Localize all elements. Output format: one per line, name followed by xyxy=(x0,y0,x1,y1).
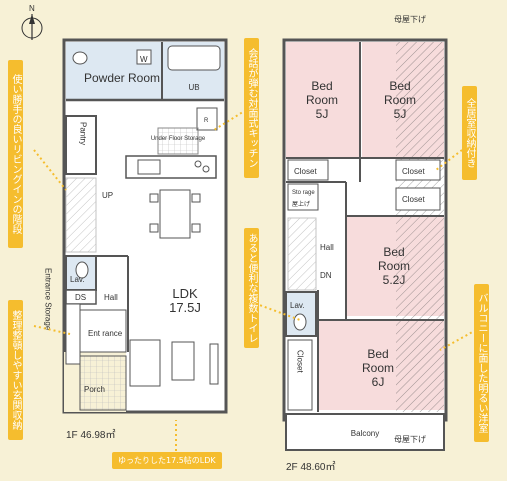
bed-a-line3: 5J xyxy=(316,107,329,121)
callout-balcony: バルコニーに面した明るい洋室 xyxy=(474,284,489,442)
floor-1-plan xyxy=(62,38,228,414)
roof-label-top: 母屋下げ xyxy=(394,15,426,24)
bed-a-line2: Room xyxy=(306,93,338,107)
ldk-size-label: 17.5J xyxy=(169,300,201,315)
pantry-label: Pantry xyxy=(79,122,88,145)
bed-a-line1: Bed xyxy=(311,79,332,93)
closet-1-label: Closet xyxy=(294,167,317,176)
storage-label: Sto rage xyxy=(292,190,315,196)
floor-2-area: 2F 48.60㎡ xyxy=(286,462,336,473)
hall-2f-label: Hall xyxy=(320,243,334,252)
ub-label: UB xyxy=(188,83,199,92)
bed-b-line3: 5J xyxy=(394,107,407,121)
ds-label: DS xyxy=(75,293,86,302)
callout-kitchen: 会話が弾む対面式キッチン xyxy=(244,38,259,178)
compass-north-label: N xyxy=(29,4,35,13)
bed-c-line3: 5.2J xyxy=(383,273,406,287)
stairs-up-label: UP xyxy=(102,191,113,200)
bed-d-line2: Room xyxy=(362,361,394,375)
underfloor-storage-label: Under Floor Storage xyxy=(151,136,206,142)
closet-4-label: Closet xyxy=(296,350,305,373)
closet-3-label: Closet xyxy=(402,195,425,204)
callout-connectors xyxy=(33,109,477,456)
washer-label: W xyxy=(140,55,148,64)
callout-toilet: あると便利な複数トイレ xyxy=(244,228,259,348)
floor-2-plan xyxy=(282,38,448,451)
entrance-storage-label: Entrance Storage xyxy=(44,268,53,331)
compass: N xyxy=(21,4,43,40)
bed-c-line2: Room xyxy=(378,259,410,273)
bed-d-line1: Bed xyxy=(367,347,388,361)
lav-2f-label: Lav. xyxy=(290,301,305,310)
roof-label-bottom: 母屋下げ xyxy=(394,435,426,444)
powder-room-label: Powder Room xyxy=(84,71,160,85)
entrance-label: Ent rance xyxy=(88,329,123,338)
balcony-label: Balcony xyxy=(351,429,379,438)
closet-2-label: Closet xyxy=(402,167,425,176)
bed-c-line1: Bed xyxy=(383,245,404,259)
bed-b-line1: Bed xyxy=(389,79,410,93)
porch-label: Porch xyxy=(84,385,105,394)
bed-b-line2: Room xyxy=(384,93,416,107)
callout-stairs: 使い勝手の良いリビングインの階段 xyxy=(8,60,23,248)
callout-closets: 全居室収納付き xyxy=(462,86,477,180)
stairs-down-label: DN xyxy=(320,271,332,280)
fridge-label: R xyxy=(204,118,209,124)
floor-1-area: 1F 46.98㎡ xyxy=(66,430,116,441)
ldk-label: LDK xyxy=(172,286,198,301)
callout-entrance-storage: 整理整頓しやすい玄関収納 xyxy=(8,300,23,440)
callout-ldk: ゆったりした17.5帖のLDK xyxy=(112,452,222,469)
lav-1f-label: Lav. xyxy=(70,275,85,284)
bed-d-line3: 6J xyxy=(372,375,385,389)
storage-sub-label: 屋上げ xyxy=(292,200,310,208)
hall-1f-label: Hall xyxy=(104,293,118,302)
